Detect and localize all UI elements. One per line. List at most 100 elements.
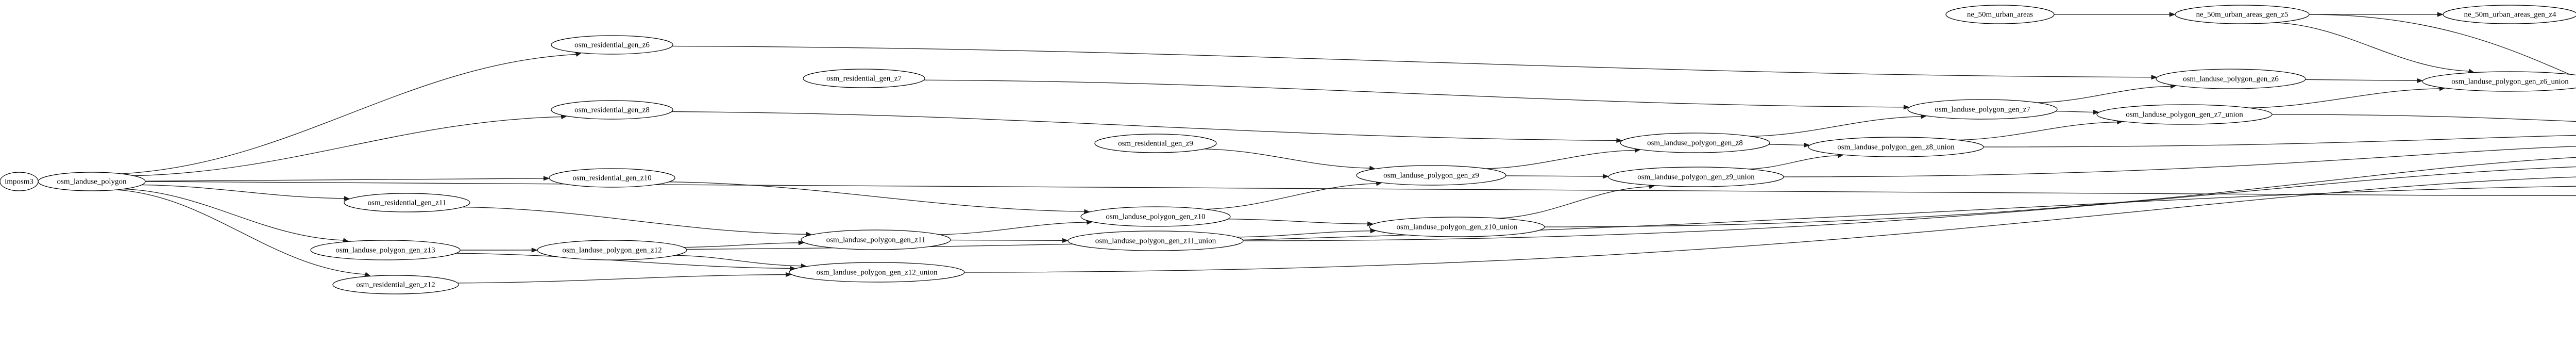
graph-edge [1769, 142, 1810, 147]
legend-connector-edge [2309, 14, 2576, 78]
edge-arrowhead [1367, 221, 1374, 226]
graph-edge [675, 255, 807, 269]
node-ellipse[interactable] [1620, 133, 1770, 153]
graph-node-osm_residential_gen_z10[interactable]: osm_residential_gen_z10 [549, 168, 675, 188]
graph-node-osm_residential_gen_z9[interactable]: osm_residential_gen_z9 [1094, 134, 1217, 153]
graph-node-osm_residential_gen_z12[interactable]: osm_residential_gen_z12 [332, 275, 459, 294]
node-ellipse[interactable] [803, 69, 925, 88]
graph-node-osm_landuse_polygon_gen_z7[interactable]: osm_landuse_polygon_gen_z7 [1907, 99, 2058, 120]
legend-connector-edge [1783, 146, 2576, 177]
graph-node-ne_50m_urban_areas_gen_z4[interactable]: ne_50m_urban_areas_gen_z4 [2443, 5, 2576, 24]
node-label: osm_landuse_polygon_gen_z8 [1647, 139, 1743, 147]
node-label: osm_landuse_polygon_gen_z11_union [1095, 237, 1216, 245]
graph-edge [1204, 149, 1376, 171]
graph-node-ne_50m_urban_areas_gen_z5[interactable]: ne_50m_urban_areas_gen_z5 [2175, 5, 2310, 24]
edge-arrowhead [2151, 75, 2158, 80]
graph-node-osm_residential_gen_z6[interactable]: osm_residential_gen_z6 [551, 35, 673, 55]
node-label: osm_landuse_polygon_gen_z12 [562, 246, 662, 254]
node-label: osm_residential_gen_z10 [572, 174, 651, 182]
graph-node-osm_landuse_polygon_gen_z9_union[interactable]: osm_landuse_polygon_gen_z9_union [1608, 167, 1784, 187]
node-ellipse[interactable] [2175, 5, 2310, 24]
node-ellipse[interactable] [1608, 167, 1784, 187]
graph-edge [1957, 120, 2124, 141]
graph-edge [2249, 86, 2446, 108]
edge-arrowhead [1616, 138, 1623, 143]
node-label: osm_residential_gen_z12 [356, 281, 435, 289]
node-ellipse[interactable] [1808, 137, 1984, 157]
node-ellipse[interactable] [2096, 104, 2273, 125]
node-label: osm_landuse_polygon_gen_z12_union [817, 268, 938, 276]
node-ellipse[interactable] [1080, 206, 1231, 227]
graph-node-osm_landuse_polygon_gen_z10_union[interactable]: osm_landuse_polygon_gen_z10_union [1369, 217, 1545, 237]
node-ellipse[interactable] [2156, 69, 2306, 89]
graph-edge [1485, 147, 1641, 169]
legend-connector-edge [1544, 157, 2576, 227]
node-ellipse[interactable] [549, 168, 675, 188]
graph-node-osm_landuse_polygon_gen_z9[interactable]: osm_landuse_polygon_gen_z9 [1356, 165, 1506, 186]
node-ellipse[interactable] [344, 193, 470, 212]
graph-node-osm_landuse_polygon_gen_z13[interactable]: osm_landuse_polygon_gen_z13 [310, 240, 461, 260]
node-label: osm_residential_gen_z9 [1118, 139, 1193, 147]
node-label: osm_residential_gen_z8 [574, 106, 650, 114]
node-label: osm_landuse_polygon_gen_z10 [1106, 212, 1205, 221]
graph-edge [457, 272, 792, 284]
node-ellipse[interactable] [2443, 5, 2576, 24]
node-ellipse[interactable] [789, 262, 965, 283]
node-ellipse[interactable] [310, 240, 461, 260]
graph-edge [950, 238, 1069, 243]
node-ellipse[interactable] [38, 172, 146, 191]
graph-node-ne_50m_urban_areas[interactable]: ne_50m_urban_areas [1945, 5, 2055, 24]
graph-node-imposm3[interactable]: imposm3 [0, 172, 39, 191]
graph-edge [1748, 153, 1844, 170]
node-label: ne_50m_urban_areas_gen_z4 [2464, 10, 2556, 19]
node-ellipse[interactable] [2422, 71, 2576, 92]
graph-edge [145, 176, 550, 182]
graph-node-osm_landuse_polygon[interactable]: osm_landuse_polygon [38, 172, 146, 191]
graph-node-osm_landuse_polygon_gen_z6_union[interactable]: osm_landuse_polygon_gen_z6_union [2422, 71, 2576, 92]
node-ellipse[interactable] [801, 229, 951, 250]
node-ellipse[interactable] [551, 35, 673, 55]
node-ellipse[interactable] [1369, 217, 1545, 237]
nodes-layer: imposm3 osm_landuse_polygon osm_residentia… [0, 5, 2576, 294]
legend-connector-edge [964, 176, 2576, 273]
graph-node-osm_residential_gen_z7[interactable]: osm_residential_gen_z7 [803, 69, 925, 88]
node-label: osm_landuse_polygon_gen_z8_union [1837, 143, 1955, 151]
graph-node-osm_landuse_polygon_gen_z12[interactable]: osm_landuse_polygon_gen_z12 [537, 240, 687, 260]
graph-node-osm_landuse_polygon_gen_z8_union[interactable]: osm_landuse_polygon_gen_z8_union [1808, 137, 1984, 157]
graph-node-osm_landuse_polygon_gen_z12_union[interactable]: osm_landuse_polygon_gen_z12_union [789, 262, 965, 283]
graph-edge [2305, 78, 2424, 83]
node-label: osm_landuse_polygon_gen_z6_union [2451, 77, 2569, 86]
node-ellipse[interactable] [1067, 231, 1244, 251]
node-label: ne_50m_urban_areas [1967, 10, 2033, 19]
graph-node-osm_landuse_polygon_gen_z6[interactable]: osm_landuse_polygon_gen_z6 [2156, 69, 2306, 89]
graph-node-osm_landuse_polygon_gen_z10[interactable]: osm_landuse_polygon_gen_z10 [1080, 206, 1231, 227]
graph-node-osm_landuse_polygon_gen_z11[interactable]: osm_landuse_polygon_gen_z11 [801, 229, 951, 250]
node-ellipse[interactable] [537, 240, 687, 260]
graph-node-osm_residential_gen_z11[interactable]: osm_residential_gen_z11 [344, 193, 470, 212]
graph-edge [672, 45, 2158, 80]
node-ellipse[interactable] [1094, 134, 1217, 153]
edge-arrowhead [1903, 105, 1910, 110]
graph-edge [462, 206, 812, 237]
edge-arrowhead [798, 240, 805, 245]
node-ellipse[interactable] [1945, 5, 2055, 24]
graph-edge [121, 52, 582, 174]
edge-arrowhead [2093, 109, 2100, 115]
node-ellipse[interactable] [1356, 165, 1506, 186]
node-label: ne_50m_urban_areas_gen_z5 [2196, 10, 2288, 19]
edge-arrowhead [785, 272, 792, 277]
node-label: osm_residential_gen_z6 [574, 41, 650, 49]
node-ellipse[interactable] [551, 100, 673, 120]
node-ellipse[interactable] [332, 275, 459, 294]
node-label: osm_landuse_polygon_gen_z7_union [2126, 110, 2243, 119]
edge-arrowhead [2417, 78, 2424, 83]
node-ellipse[interactable] [1907, 99, 2058, 120]
node-label: imposm3 [5, 177, 33, 186]
graph-node-osm_landuse_polygon_gen_z11_union[interactable]: osm_landuse_polygon_gen_z11_union [1067, 231, 1244, 251]
graph-node-osm_landuse_polygon_gen_z8[interactable]: osm_landuse_polygon_gen_z8 [1620, 133, 1770, 153]
graph-node-osm_landuse_polygon_gen_z7_union[interactable]: osm_landuse_polygon_gen_z7_union [2096, 104, 2273, 125]
graph-node-osm_residential_gen_z8[interactable]: osm_residential_gen_z8 [551, 100, 673, 120]
graph-edge [924, 79, 1910, 110]
